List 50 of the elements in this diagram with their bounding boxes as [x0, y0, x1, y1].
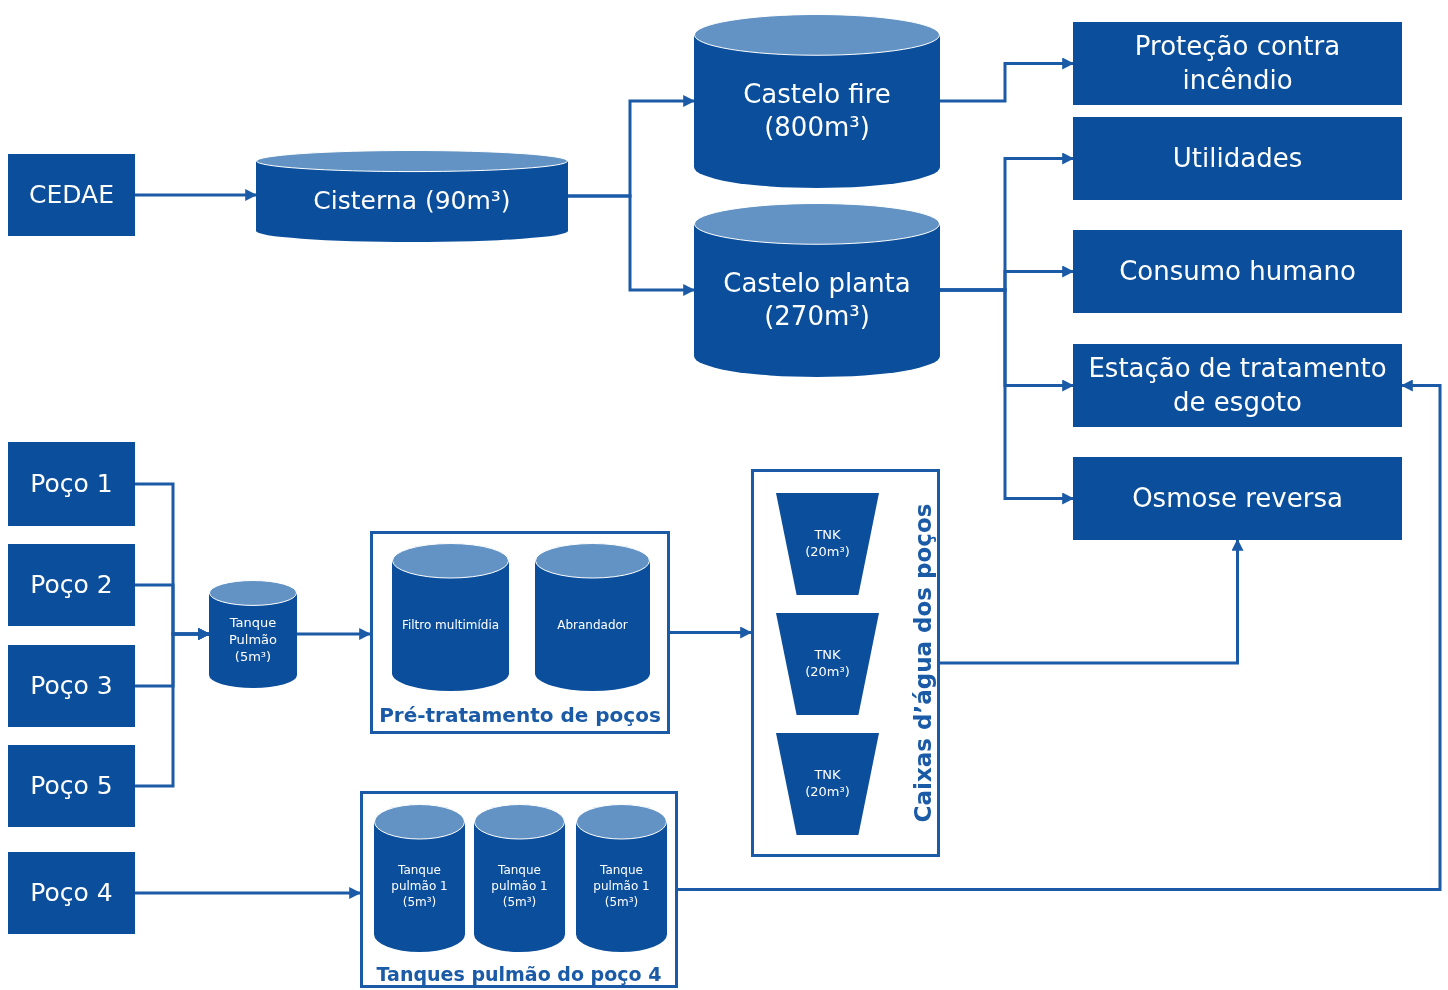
group-frame — [360, 791, 678, 988]
process-box — [8, 745, 135, 827]
box-label: Osmose reversa — [1131, 481, 1344, 515]
group-heading: Caixas d’água dos poços — [910, 503, 936, 823]
tank-label: Abrandador — [557, 618, 628, 634]
tank-label: Tanque pulmão 1 (5m³) — [592, 863, 651, 911]
process-box — [8, 442, 135, 526]
box-label: Poço 2 — [29, 568, 114, 601]
box-label: Estação de tratamento de esgoto — [1087, 351, 1388, 419]
process-box — [1073, 344, 1402, 427]
group-heading: Pré-tratamento de poços — [378, 703, 662, 727]
arrow — [297, 628, 372, 640]
process-box — [1073, 117, 1402, 200]
process-box — [8, 544, 135, 626]
box-label: CEDAE — [28, 178, 115, 211]
box-label: Consumo humano — [1118, 254, 1357, 288]
tank-label: TNK (20m³) — [804, 647, 851, 681]
tank-label: Tanque pulmão 1 (5m³) — [490, 863, 549, 911]
group-frame — [370, 531, 670, 734]
group-frame — [751, 469, 940, 857]
process-box — [1073, 22, 1402, 105]
arrow — [678, 379, 1442, 891]
arrow — [670, 626, 753, 639]
tank-label: TNK (20m³) — [804, 527, 851, 561]
box-label: Proteção contra incêndio — [1133, 29, 1342, 97]
tank-label: TNK (20m³) — [804, 767, 851, 801]
process-box — [8, 645, 135, 727]
box-label: Poço 3 — [29, 669, 114, 702]
process-box — [1073, 230, 1402, 313]
arrow — [135, 628, 211, 788]
process-box — [8, 154, 135, 236]
tank-label: Cisterna (90m³) — [313, 185, 511, 218]
tank-label: Tanque pulmão 1 (5m³) — [390, 863, 449, 911]
tank-label: Tanque Pulmão (5m³) — [227, 615, 278, 666]
box-label: Poço 1 — [29, 467, 114, 500]
tank-label: Castelo fire (800m³) — [742, 77, 892, 145]
tank-label: Filtro multimídia — [401, 618, 500, 634]
arrow — [940, 57, 1075, 103]
process-box — [1073, 457, 1402, 540]
box-label: Utilidades — [1171, 141, 1304, 175]
arrow — [135, 887, 362, 899]
arrow — [940, 288, 1075, 505]
process-box — [8, 852, 135, 934]
box-label: Poço 4 — [29, 876, 114, 909]
arrow — [135, 189, 258, 201]
arrow — [568, 194, 696, 296]
tank-label: Castelo planta (270m³) — [722, 266, 912, 334]
box-label: Poço 5 — [29, 769, 114, 802]
group-heading: Tanques pulmão do poço 4 — [375, 963, 663, 985]
arrow — [940, 538, 1244, 665]
